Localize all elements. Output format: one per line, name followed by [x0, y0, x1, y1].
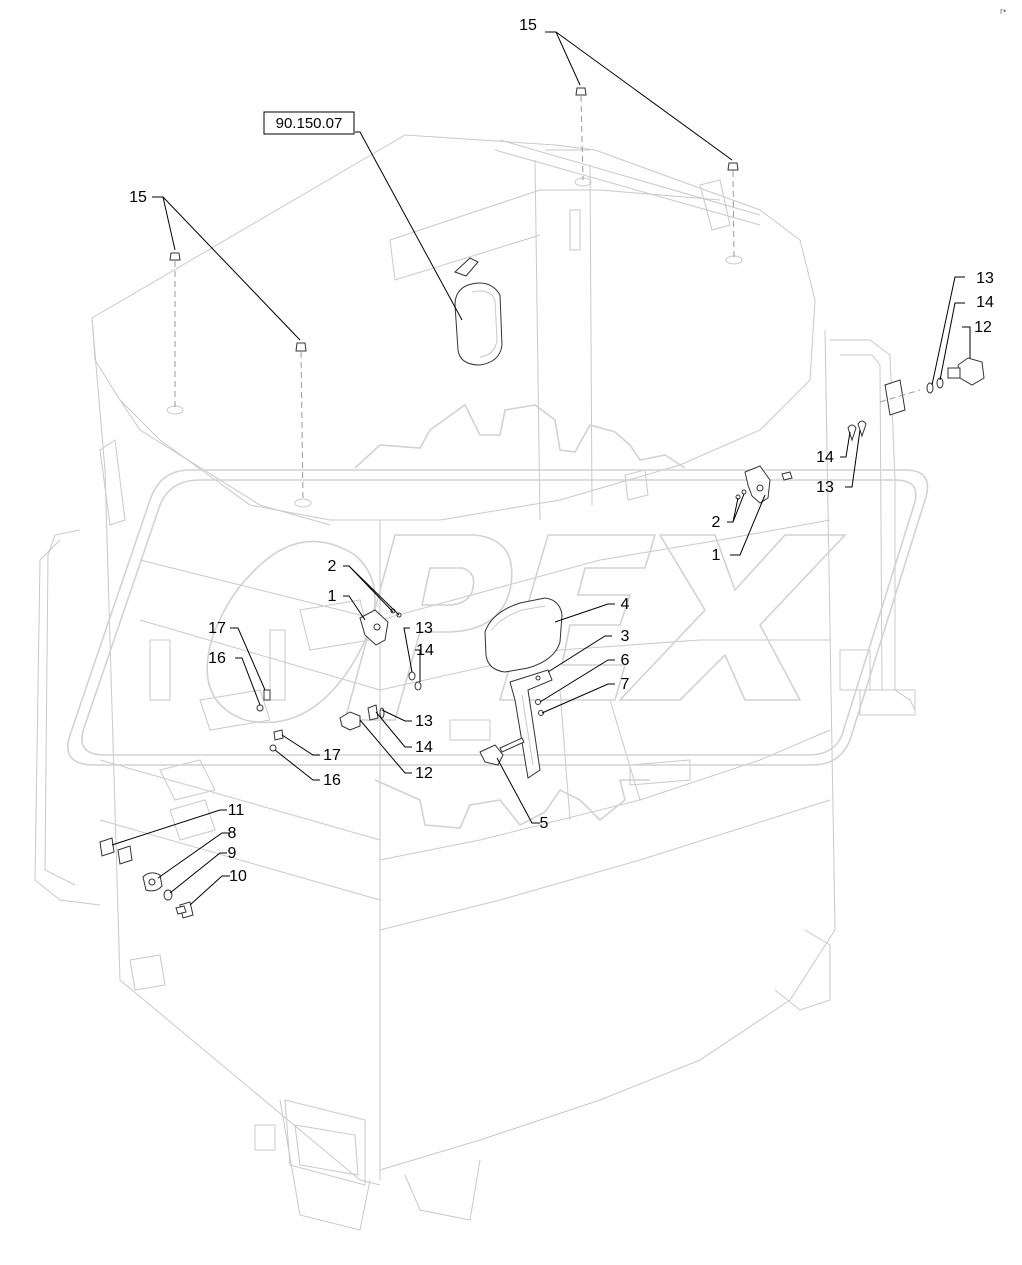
callout-13: 13: [816, 479, 834, 496]
callout-2: 2: [328, 558, 337, 575]
plug-15-left: [169, 252, 181, 261]
callout-9: 9: [228, 845, 237, 862]
callout-14: 14: [976, 294, 994, 311]
lower-bracket-set: [99, 837, 194, 919]
mirror-assembly: [454, 257, 503, 366]
callout-2: 2: [712, 514, 721, 531]
pin-set-16-17: [256, 689, 284, 752]
callout-17: 17: [323, 747, 341, 764]
callout-14: 14: [816, 449, 834, 466]
callout-14: 14: [416, 642, 434, 659]
reference-box[interactable]: 90.150.07: [263, 111, 355, 135]
callout-1: 1: [712, 547, 721, 564]
callout-16: 16: [323, 772, 341, 789]
plug-15-mid: [295, 342, 307, 352]
callout-15: 15: [519, 17, 537, 34]
callout-14: 14: [415, 739, 433, 756]
callout-12: 12: [974, 319, 992, 336]
component-parts: [99, 87, 985, 919]
callout-6: 6: [621, 652, 630, 669]
right-bracket-1: [735, 465, 793, 504]
callout-4: 4: [621, 596, 630, 613]
callout-11: 11: [228, 802, 245, 819]
corner-mark: r•: [1000, 6, 1006, 16]
callout-13: 13: [415, 713, 433, 730]
machine-outline: [34, 134, 916, 1231]
support-bracket-3: [509, 669, 553, 779]
reference-box-label: 90.150.07: [276, 115, 343, 132]
watermark: [67, 403, 929, 829]
callout-15: 15: [129, 189, 147, 206]
callout-13: 13: [415, 620, 433, 637]
callout-16: 16: [208, 650, 226, 667]
cushion-4: [484, 597, 563, 673]
callout-10: 10: [229, 868, 247, 885]
plug-15-top: [575, 87, 587, 96]
left-bracket-1: [359, 608, 402, 646]
callout-7: 7: [621, 676, 630, 693]
leader-lines: [111, 31, 971, 906]
callout-13: 13: [976, 270, 994, 287]
right-fastener-set: [847, 357, 985, 442]
callout-12: 12: [415, 765, 433, 782]
callout-5: 5: [540, 815, 549, 832]
callout-1: 1: [328, 588, 337, 605]
callout-labels: 15 15 13 14 12 14 13 2 1 2 1 4 3 6 7 17 …: [129, 17, 994, 885]
clamp-knob-5: [479, 737, 525, 766]
callout-3: 3: [621, 628, 630, 645]
callout-17: 17: [208, 620, 226, 637]
callout-8: 8: [228, 825, 237, 842]
plug-15-right: [727, 162, 739, 171]
